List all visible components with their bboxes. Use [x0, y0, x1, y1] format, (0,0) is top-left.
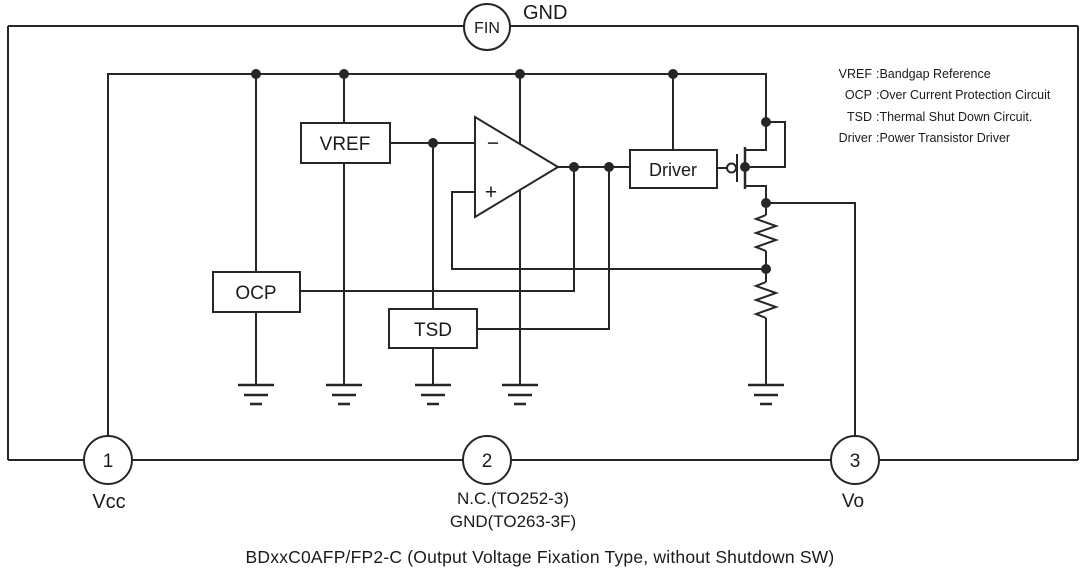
pin3-circle	[830, 435, 880, 485]
pin2-label: N.C.(TO252-3)	[457, 489, 569, 508]
vcc-rail	[107, 73, 767, 436]
gnd-net-label: GND	[523, 2, 567, 24]
ocp-out-wire	[300, 167, 575, 292]
ocp-block-label: OCP	[235, 283, 276, 304]
caption: BDxxC0AFP/FP2-C (Output Voltage Fixation…	[245, 547, 835, 567]
legend-row: OCP :Over Current Protection Circuit	[828, 85, 1050, 106]
tsd-out-wire	[477, 167, 610, 330]
junction-dots	[251, 69, 771, 274]
ground-icon	[415, 383, 451, 406]
legend-term: Driver	[838, 131, 872, 146]
junction-dot	[761, 264, 771, 274]
pmos-bulk-wire	[745, 121, 786, 168]
junction-dot	[428, 138, 438, 148]
junction-dot	[761, 117, 771, 127]
junction-dot	[515, 69, 525, 79]
pin2-label2: GND(TO263-3F)	[450, 512, 576, 531]
legend-term: OCP	[844, 88, 872, 103]
legend: VREF :Bandgap Reference OCP :Over Curren…	[828, 64, 1051, 150]
legend-row: Driver :Power Transistor Driver	[828, 128, 1050, 149]
legend-row: VREF :Bandgap Reference	[828, 64, 1050, 85]
junction-dot	[339, 69, 349, 79]
junction-dot	[251, 69, 261, 79]
ground-icon	[502, 383, 538, 406]
resistor-lower	[752, 281, 780, 319]
tsd-block	[388, 308, 478, 349]
legend-term: TSD	[847, 109, 872, 124]
wires	[7, 25, 1079, 461]
legend-desc: :Thermal Shut Down Circuit.	[876, 109, 1033, 124]
junction-dot	[668, 69, 678, 79]
ground-icon	[238, 383, 274, 406]
ground-icon	[748, 383, 784, 406]
ocp-block	[212, 271, 301, 313]
pin1-number: 1	[103, 451, 114, 472]
legend-row: TSD :Thermal Shut Down Circuit.	[828, 107, 1050, 128]
opamp-minus-label: −	[487, 132, 499, 155]
opamp-plus-label: +	[485, 181, 497, 204]
fin-pin-label: FIN	[474, 20, 500, 37]
opamp-triangle	[474, 115, 560, 219]
pin3-number: 3	[850, 451, 861, 472]
driver-block	[629, 149, 718, 189]
tsd-block-label: TSD	[414, 320, 452, 341]
fin-pin-circle	[463, 3, 511, 51]
pin3-label: Vo	[842, 491, 864, 512]
junction-dot	[604, 162, 614, 172]
pin2-circle	[462, 435, 512, 485]
ground-icon	[326, 383, 362, 406]
pin1-label: Vcc	[92, 491, 125, 513]
vo-wire	[766, 202, 856, 436]
pmos-gate-bubble	[726, 162, 737, 174]
vref-block-label: VREF	[320, 134, 371, 155]
feedback-resistors	[752, 214, 780, 319]
resistor-upper	[752, 214, 780, 252]
legend-term: VREF	[838, 67, 872, 81]
package-frame	[7, 25, 1079, 461]
legend-desc: :Power Transistor Driver	[876, 131, 1011, 146]
labels: FIN GND VREF OCP TSD Driver − + 1 2 3 Vc…	[92, 2, 864, 531]
ground-symbols	[238, 383, 784, 406]
pin2-number: 2	[482, 451, 493, 472]
blocks	[83, 3, 880, 485]
legend-desc: :Bandgap Reference	[876, 67, 991, 81]
legend-desc: :Over Current Protection Circuit	[876, 88, 1051, 103]
junction-dot	[740, 162, 750, 172]
driver-block-label: Driver	[649, 160, 697, 180]
junction-dot	[569, 162, 579, 172]
pin1-circle	[83, 435, 133, 485]
vref-block	[300, 122, 391, 164]
junction-dot	[761, 198, 771, 208]
